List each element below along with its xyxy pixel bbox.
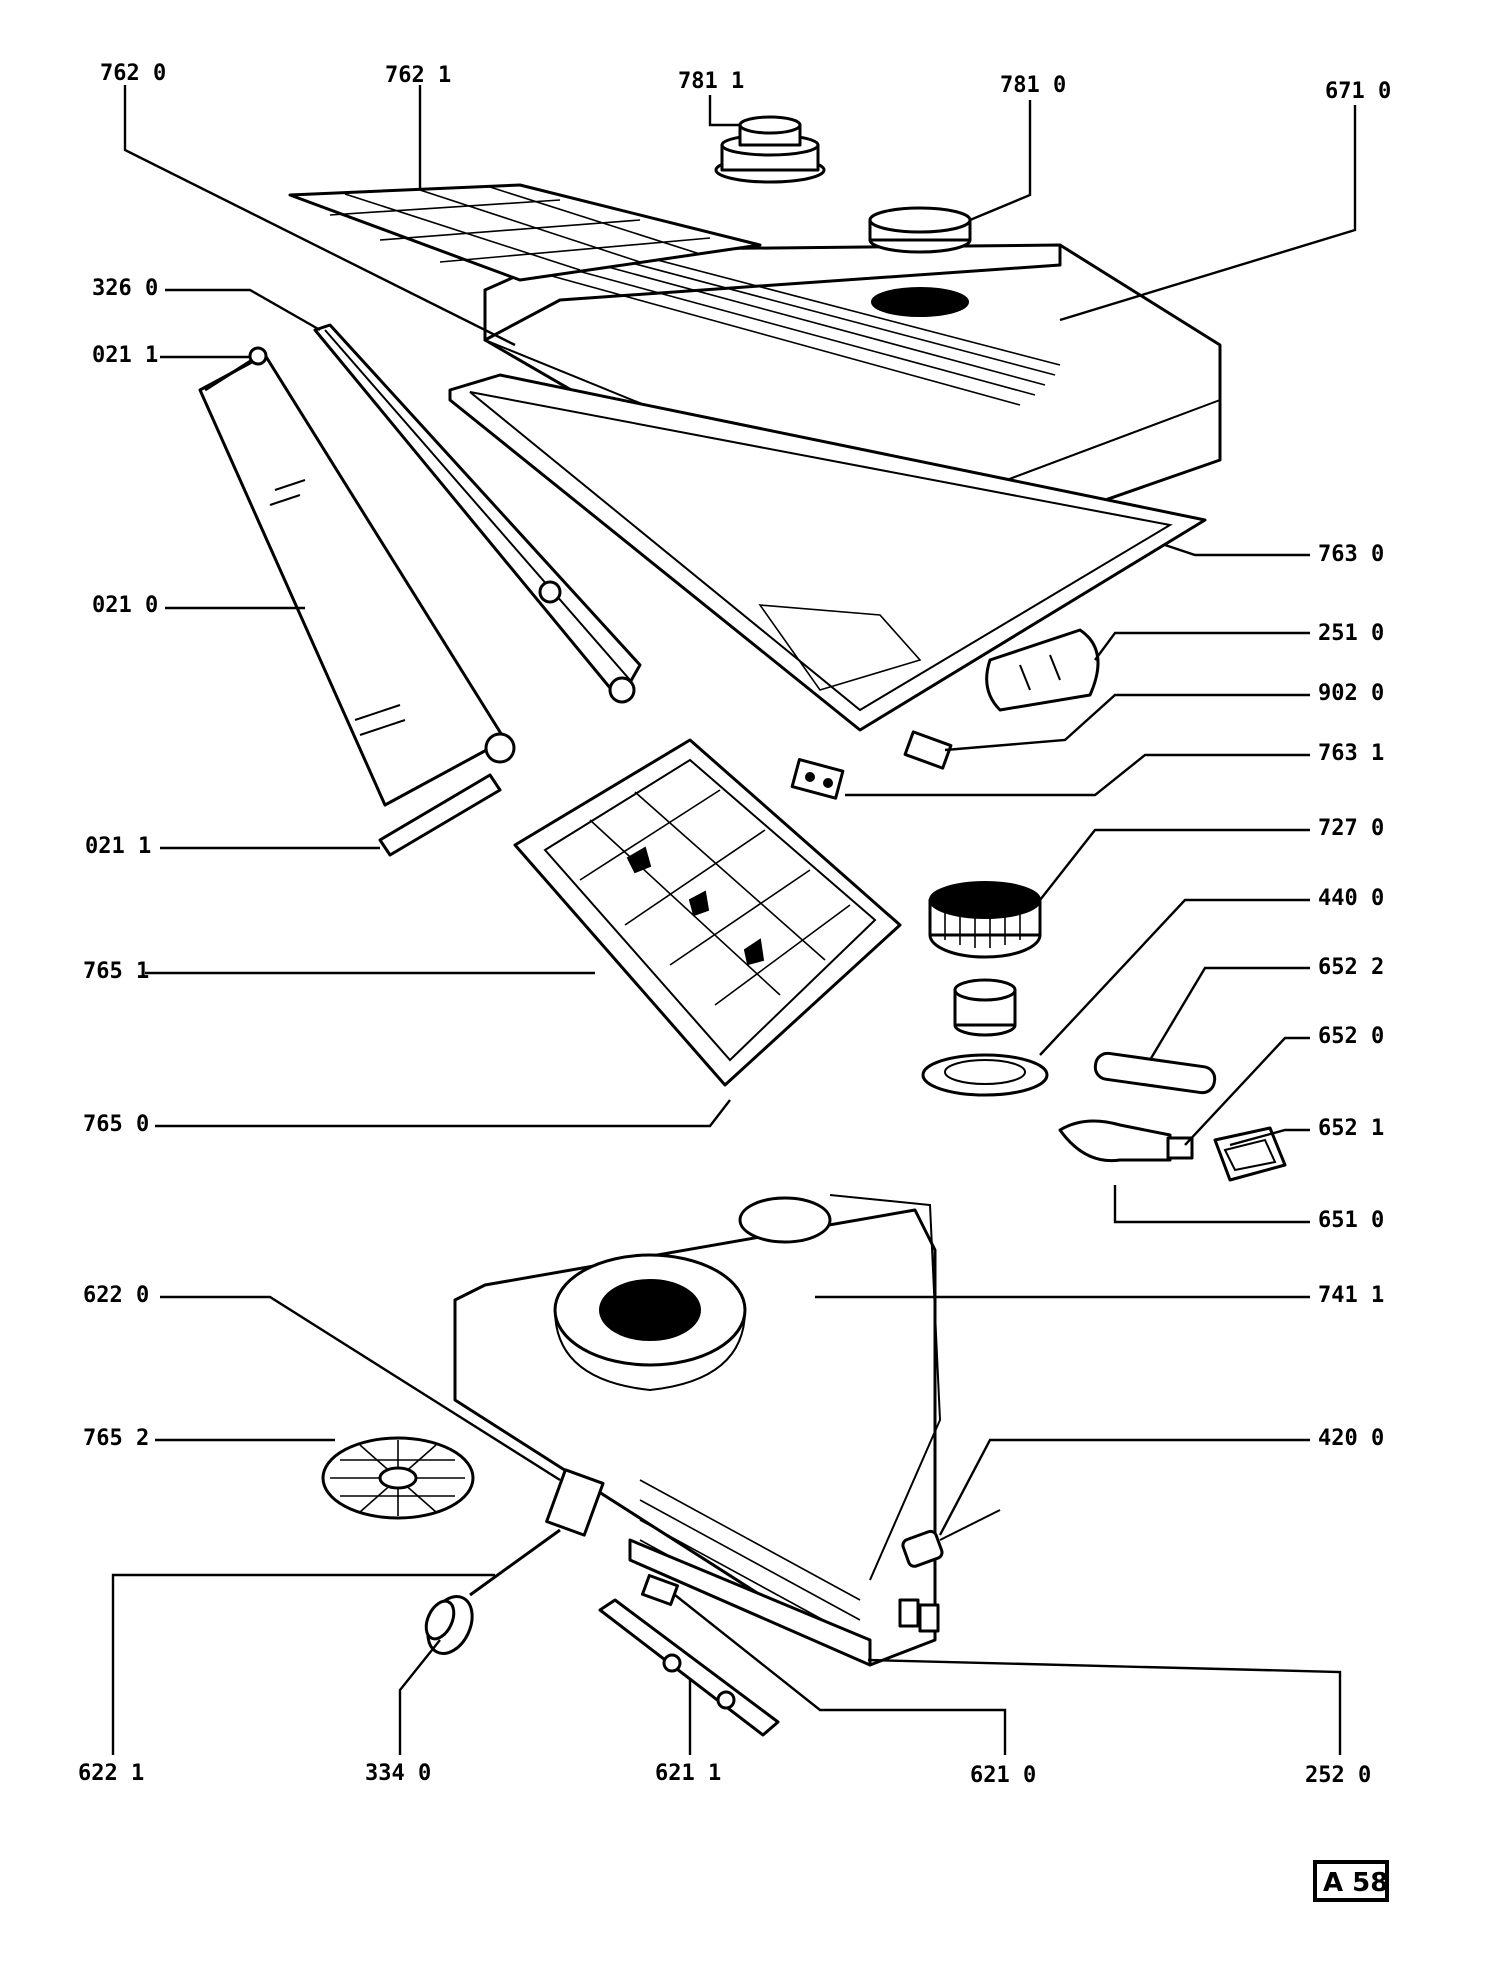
label-763-0: 763 0 — [1318, 542, 1384, 567]
reference-code: A 58 — [1323, 1868, 1388, 1898]
fan-wheel-drawing — [928, 881, 1042, 959]
label-762-1: 762 1 — [385, 63, 451, 88]
label-252-0: 252 0 — [1305, 1763, 1371, 1788]
label-652-2: 652 2 — [1318, 955, 1384, 980]
label-671-0: 671 0 — [1325, 79, 1391, 104]
switch-plate-drawing — [598, 1598, 780, 1737]
label-334-0: 334 0 — [365, 1761, 431, 1786]
light-cover-drawing — [985, 628, 1100, 712]
cable-entry-drawing — [901, 1509, 1001, 1568]
lamp-bulb-drawing — [1058, 1119, 1194, 1163]
label-251-0: 251 0 — [1318, 621, 1384, 646]
label-781-0: 781 0 — [1000, 73, 1066, 98]
filter-frame-drawing — [513, 738, 902, 1087]
label-440-0: 440 0 — [1318, 886, 1384, 911]
label-420-0: 420 0 — [1318, 1426, 1384, 1451]
label-651-0: 651 0 — [1318, 1208, 1384, 1233]
label-326-0: 326 0 — [92, 276, 158, 301]
connector-drawing — [640, 1573, 680, 1607]
side-clip-drawing — [898, 1598, 940, 1633]
label-762-0: 762 0 — [100, 61, 166, 86]
label-621-1: 621 1 — [655, 1761, 721, 1786]
label-765-2: 765 2 — [83, 1426, 149, 1451]
label-765-0: 765 0 — [83, 1112, 149, 1137]
front-strip-drawing — [313, 323, 642, 704]
lamp-tube-drawing — [1093, 1051, 1217, 1095]
label-021-1-bottom: 021 1 — [85, 834, 151, 859]
grille-disk-drawing — [321, 1436, 475, 1520]
underside-panel-drawing — [448, 373, 1207, 732]
grease-filter-mesh-drawing — [288, 183, 762, 282]
label-765-1: 765 1 — [83, 959, 149, 984]
trim-rod-bottom-drawing — [378, 732, 516, 857]
label-021-0: 021 0 — [92, 593, 158, 618]
label-021-1-top: 021 1 — [92, 343, 158, 368]
label-652-1: 652 1 — [1318, 1116, 1384, 1141]
reference-box: A 58 — [1313, 1860, 1389, 1902]
label-902-0: 902 0 — [1318, 681, 1384, 706]
clip-902-drawing — [903, 730, 953, 770]
knob-drawing — [424, 1595, 474, 1655]
label-781-1: 781 1 — [678, 69, 744, 94]
bracket-763-1-drawing — [790, 758, 845, 800]
switch-drawing — [545, 1468, 605, 1537]
outlet-collar-ring-drawing — [868, 206, 972, 254]
label-741-1: 741 1 — [1318, 1283, 1384, 1308]
label-621-0: 621 0 — [970, 1763, 1036, 1788]
knob-shaft-drawing — [469, 1528, 561, 1597]
motor-drawing — [921, 978, 1049, 1097]
label-622-1: 622 1 — [78, 1761, 144, 1786]
label-622-0: 622 0 — [83, 1283, 149, 1308]
outlet-collar-stepped-drawing — [714, 115, 826, 184]
label-652-0: 652 0 — [1318, 1024, 1384, 1049]
leader-lines — [111, 85, 1357, 1755]
lamp-holder-drawing — [1213, 1126, 1287, 1182]
glass-panel-drawing — [198, 353, 507, 807]
part-labels: 762 0 762 1 781 1 781 0 671 0 326 0 021 … — [78, 61, 1391, 1788]
chassis-drawing — [453, 1194, 942, 1667]
label-763-1: 763 1 — [1318, 741, 1384, 766]
label-727-0: 727 0 — [1318, 816, 1384, 841]
